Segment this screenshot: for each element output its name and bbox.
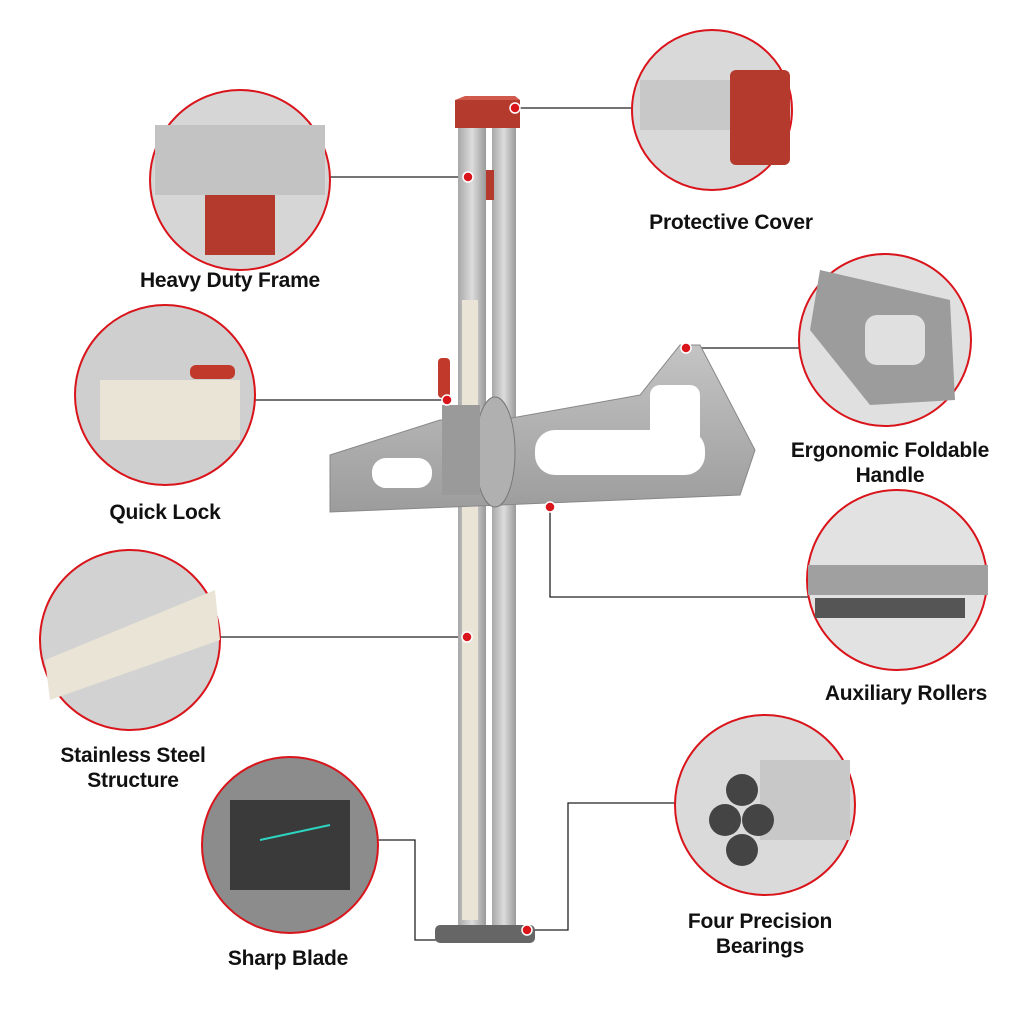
callout-markers [441,102,692,936]
label-line: Sharp Blade [227,947,349,970]
label-line: Quick Lock [109,501,221,524]
label-line: Ergonomic Foldable [790,439,990,462]
label-heavy-duty-frame: Heavy Duty Frame [140,268,320,293]
label-sharp-blade: Sharp Blade [227,946,349,971]
label-line: Protective Cover [649,211,813,234]
label-line: Structure [87,769,179,792]
label-quick-lock: Quick Lock [109,500,220,525]
label-line: Bearings [715,935,805,958]
label-line: Stainless Steel [60,744,206,767]
label-line: Four Precision [687,910,833,933]
label-line: Heavy Duty Frame [139,269,321,292]
photo-details [45,70,988,890]
label-auxiliary-rollers: Auxiliary Rollers [824,681,988,706]
label-line: Handle [855,464,925,487]
label-protective-cover: Protective Cover [649,210,813,235]
label-line: Auxiliary Rollers [824,682,988,705]
drywall-cutter-tool [329,96,756,943]
connector-lines [220,107,808,941]
